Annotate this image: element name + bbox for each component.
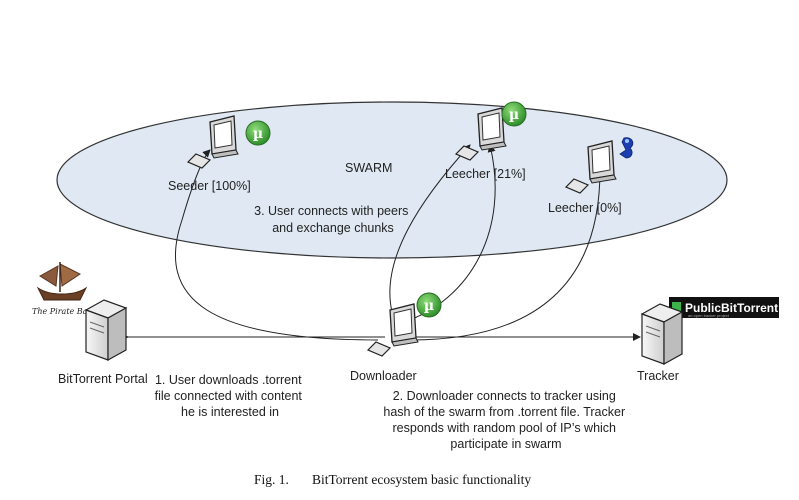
figure-number: Fig. 1. bbox=[254, 472, 289, 487]
step3-line-1: 3. User connects with peers bbox=[254, 204, 408, 218]
public-bittorrent-logo: PublicBitTorrent an open tracker project bbox=[669, 297, 779, 318]
pirate-bay-text: The Pirate Bay bbox=[32, 307, 92, 316]
step2-line-3: responds with random pool of IP’s which bbox=[393, 421, 617, 435]
swarm-label: SWARM bbox=[345, 161, 392, 175]
public-bittorrent-subtext: an open tracker project bbox=[688, 313, 730, 318]
leecher1-connection bbox=[389, 144, 471, 313]
utorrent-icon: µ bbox=[416, 292, 442, 318]
step1-line-1: 1. User downloads .torrent bbox=[155, 373, 302, 387]
seeder-label: Seeder [100%] bbox=[168, 179, 251, 193]
leecher-0-label: Leecher [0%] bbox=[548, 201, 622, 215]
downloader-label: Downloader bbox=[350, 369, 417, 383]
step1-line-2: file connected with content bbox=[155, 389, 303, 403]
step2-text: 2. Downloader connects to tracker using … bbox=[383, 389, 628, 451]
figure-caption: BitTorrent ecosystem basic functionality bbox=[312, 472, 531, 487]
svg-text:µ: µ bbox=[424, 298, 434, 314]
step2-line-2: hash of the swarm from .torrent file. Tr… bbox=[383, 405, 625, 419]
step3-text: 3. User connects with peers and exchange… bbox=[254, 204, 412, 235]
step3-line-2: and exchange chunks bbox=[272, 221, 394, 235]
svg-text:µ: µ bbox=[253, 126, 263, 142]
portal-server bbox=[85, 299, 127, 361]
step1-line-3: he is interested in bbox=[181, 405, 279, 419]
leecher2-connection bbox=[409, 169, 604, 341]
downloader-computer bbox=[367, 303, 419, 357]
step2-line-4: participate in swarm bbox=[450, 437, 561, 451]
pirate-bay-logo: The Pirate Bay bbox=[32, 262, 92, 316]
step2-line-1: 2. Downloader connects to tracker using bbox=[393, 389, 616, 403]
step1-text: 1. User downloads .torrent file connecte… bbox=[155, 373, 306, 419]
public-bittorrent-text: PublicBitTorrent bbox=[685, 301, 778, 315]
connection-lines bbox=[121, 144, 641, 341]
utorrent-icon: µ bbox=[245, 120, 271, 146]
svg-text:µ: µ bbox=[509, 107, 519, 123]
portal-label: BitTorrent Portal bbox=[58, 372, 148, 386]
client-blue-icon bbox=[619, 137, 634, 159]
tracker-server bbox=[641, 303, 683, 365]
tracker-label: Tracker bbox=[637, 369, 679, 383]
utorrent-icon: µ bbox=[501, 101, 527, 127]
leecher-21-label: Leecher [21%] bbox=[445, 167, 526, 181]
